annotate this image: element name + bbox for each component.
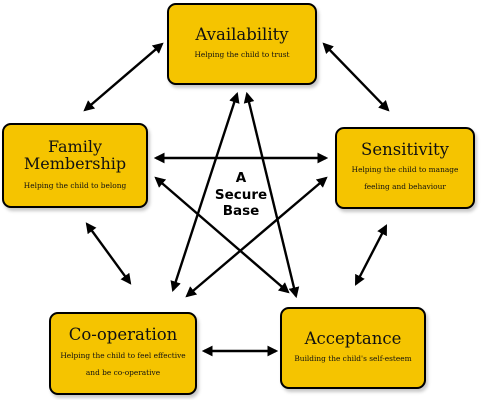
sensitivity-title: Sensitivity (361, 139, 449, 159)
sensitivity-subtitle-line-1: Helping the child to manage (351, 165, 459, 175)
family-title-line-2: Membership (23, 154, 127, 174)
availability-title: Availability (195, 25, 289, 45)
acceptance-title: Acceptance (304, 329, 402, 349)
center-label-line-2: Secure (214, 186, 268, 203)
center-label-line-1: A (235, 170, 247, 186)
cooperation-box: Co-operation Helping the child to feel e… (49, 312, 197, 395)
family-title-line-1: Family (48, 136, 102, 156)
cooperation-subtitle-line-2: and be co-operative (85, 368, 161, 378)
secure-base-label: A Secure Base (204, 170, 278, 220)
acceptance-box: Acceptance Building the child's self-est… (280, 307, 426, 389)
arrow-sensitivity-acceptance (354, 224, 388, 286)
arrow-availability-family (83, 42, 164, 112)
arrow-family-cooperation (85, 222, 132, 285)
availability-subtitle: Helping the child to trust (194, 49, 290, 59)
family-membership-box: Family Membership Helping the child to b… (2, 123, 148, 208)
family-subtitle: Helping the child to belong (23, 181, 127, 191)
arrow-sensitivity-cooperation (185, 176, 328, 298)
cooperation-subtitle-line-1: Helping the child to feel effective (60, 351, 186, 361)
availability-box: Availability Helping the child to trust (167, 3, 317, 85)
cooperation-title: Co-operation (68, 324, 178, 344)
center-label-line-3: Base (222, 203, 260, 219)
arrow-availability-sensitivity (322, 42, 390, 112)
sensitivity-subtitle-line-2: feeling and behaviour (364, 181, 446, 191)
sensitivity-box: Sensitivity Helping the child to manage … (335, 127, 475, 209)
acceptance-subtitle: Building the child's self-esteem (294, 353, 412, 363)
